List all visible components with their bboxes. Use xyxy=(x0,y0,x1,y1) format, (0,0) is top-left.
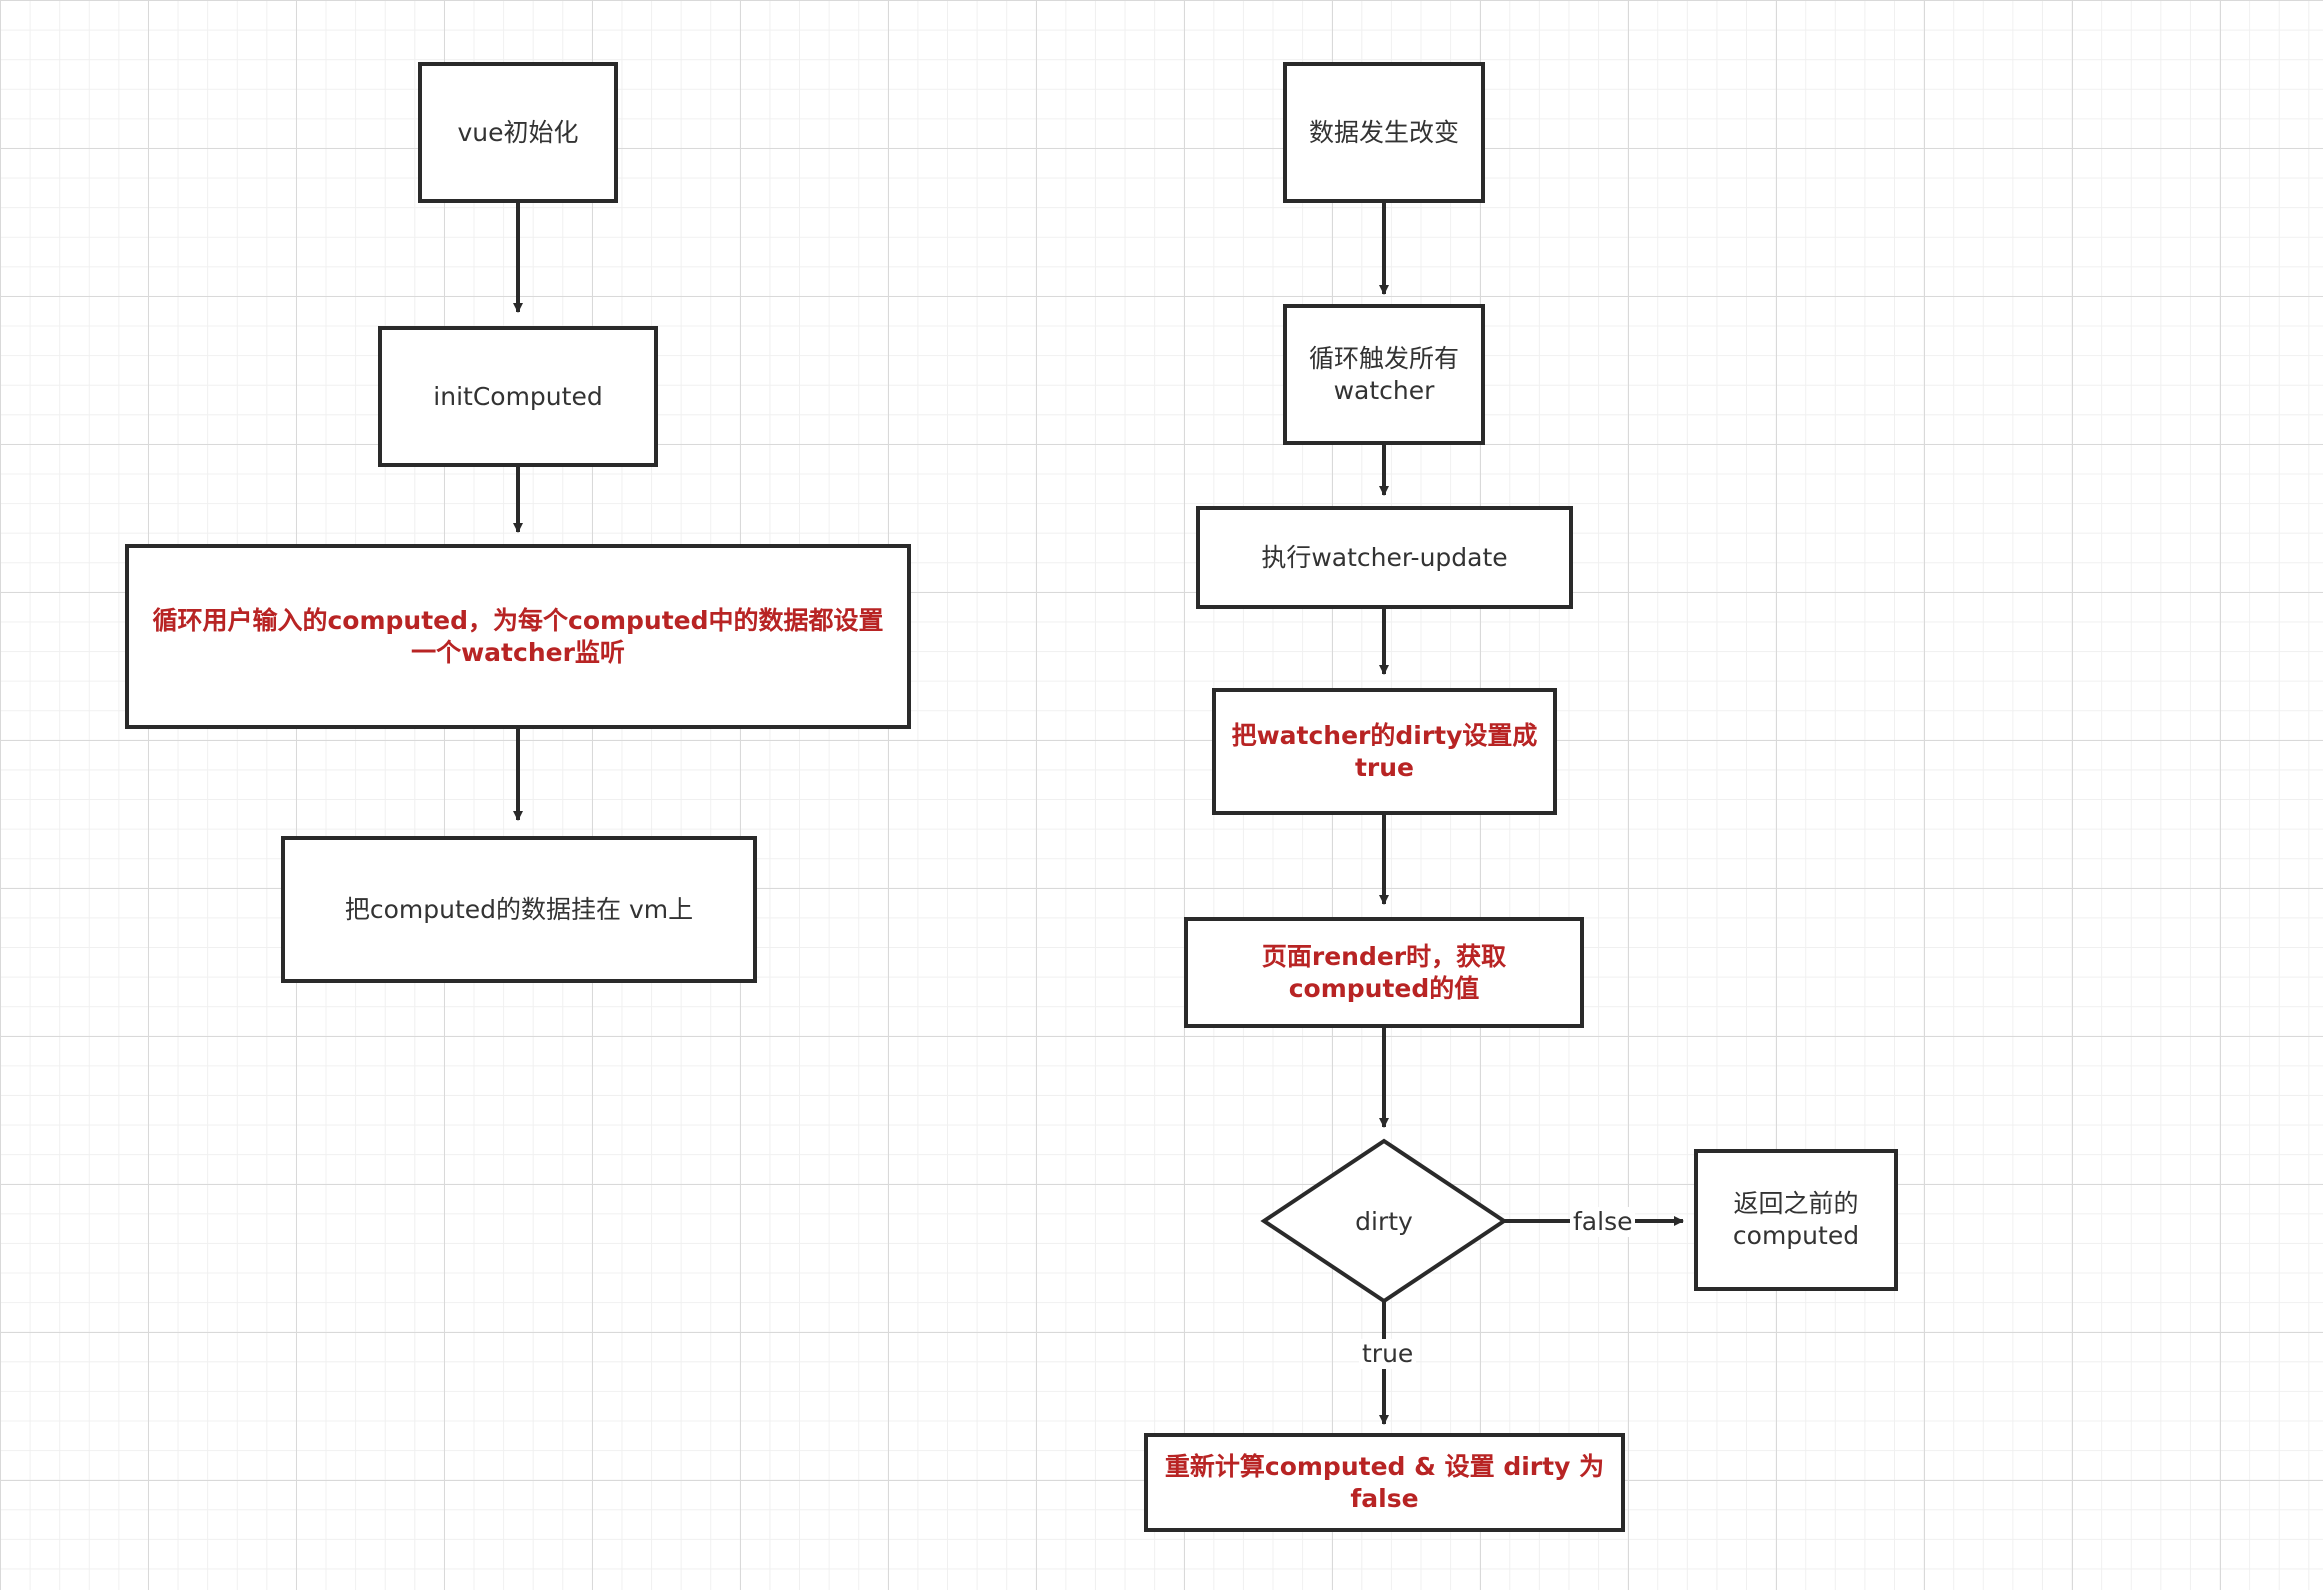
set-dirty-true-label: 把watcher的dirty设置成true xyxy=(1231,720,1538,782)
return-previous-label: 返回之前的computed xyxy=(1732,1189,1860,1250)
recompute-node[interactable]: 重新计算computed & 设置 dirty 为 false xyxy=(1144,1433,1625,1532)
true-edge-label: true xyxy=(1359,1339,1417,1369)
return-previous-node[interactable]: 返回之前的computed xyxy=(1694,1149,1898,1291)
trigger-watchers-label: 循环触发所有watcher xyxy=(1308,343,1459,405)
trigger-watchers-node[interactable]: 循环触发所有watcher xyxy=(1283,304,1485,445)
vue-init-node[interactable]: vue初始化 xyxy=(418,62,618,203)
set-dirty-true-node[interactable]: 把watcher的dirty设置成true xyxy=(1212,688,1557,815)
mount-vm-node[interactable]: 把computed的数据挂在 vm上 xyxy=(281,836,757,983)
render-get-label: 页面render时，获取computed的值 xyxy=(1261,941,1507,1003)
dirty-decision-label: dirty xyxy=(1355,1206,1413,1236)
render-get-node[interactable]: 页面render时，获取computed的值 xyxy=(1184,917,1584,1028)
recompute-label: 重新计算computed & 设置 dirty 为 false xyxy=(1164,1451,1605,1513)
loop-computed-node[interactable]: 循环用户输入的computed，为每个computed中的数据都设置一个watc… xyxy=(125,544,911,729)
watcher-update-label: 执行watcher-update xyxy=(1261,542,1508,572)
dirty-decision-diamond xyxy=(1260,1138,1508,1304)
watcher-update-node[interactable]: 执行watcher-update xyxy=(1196,506,1573,609)
false-edge-label: false xyxy=(1570,1207,1636,1237)
init-computed-node[interactable]: initComputed xyxy=(378,326,658,467)
mount-vm-label: 把computed的数据挂在 vm上 xyxy=(344,894,694,924)
data-change-label: 数据发生改变 xyxy=(1308,117,1459,147)
loop-computed-label: 循环用户输入的computed，为每个computed中的数据都设置一个watc… xyxy=(152,605,884,667)
vue-init-label: vue初始化 xyxy=(457,117,579,147)
data-change-node[interactable]: 数据发生改变 xyxy=(1283,62,1485,203)
init-computed-label: initComputed xyxy=(433,381,603,411)
